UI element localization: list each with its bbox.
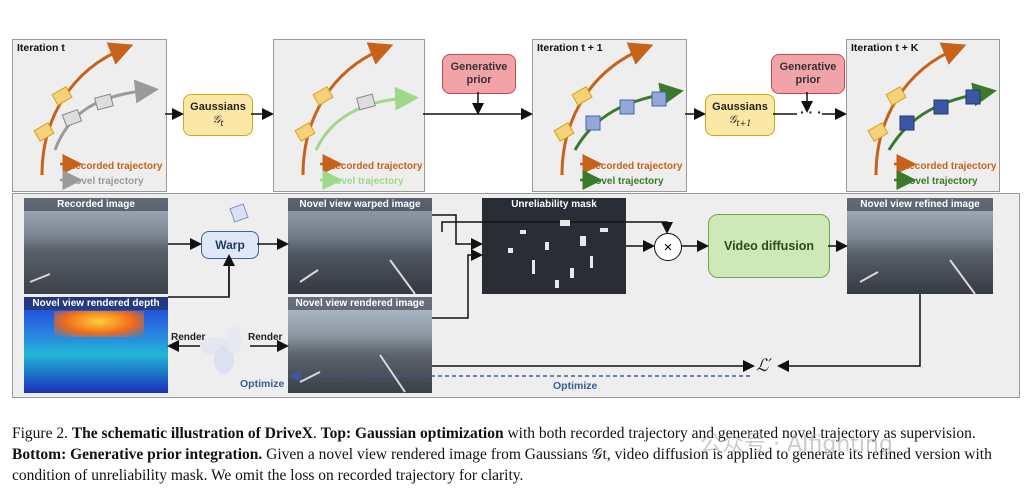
generative-prior-box-1: Generative prior	[442, 54, 516, 94]
gaussians-symbol: 𝒢t+1	[728, 113, 752, 129]
caption-bottom-label: Bottom: Generative prior integration.	[12, 446, 263, 463]
legend-novel-2: Novel trajectory	[328, 176, 404, 187]
trajectory-panel-3	[553, 42, 684, 190]
render-label-left: Render	[171, 332, 206, 343]
street-scene-marks	[29, 259, 976, 393]
gaussians-symbol: 𝒢t	[212, 113, 224, 129]
recorded-image-label: Recorded image	[24, 198, 168, 211]
caption-text-2: Given a novel view rendered image from G…	[12, 446, 992, 484]
camera-icon	[229, 203, 249, 223]
legend-recorded-3: Recorded trajectory	[588, 161, 683, 172]
refined-image-label: Novel view refined image	[847, 198, 993, 211]
trajectory-panel-4	[867, 42, 997, 190]
warped-image: Novel view warped image	[288, 198, 432, 294]
watermark: 公众号 · AIfighting	[700, 432, 893, 457]
gaussians-label: Gaussians	[190, 101, 246, 114]
refined-image: Novel view refined image	[847, 198, 993, 294]
video-diffusion-box: Video diffusion	[708, 214, 830, 278]
rendered-image-label: Novel view rendered image	[288, 297, 432, 310]
prior-label-2: prior	[466, 74, 492, 86]
gaussians-t-box: Gaussians 𝒢t	[183, 94, 253, 136]
caption-sep: .	[312, 425, 321, 442]
panel-title: Iteration t	[17, 42, 65, 54]
warped-image-label: Novel view warped image	[288, 198, 432, 211]
optimize-label-mid: Optimize	[553, 380, 598, 392]
legend-recorded-2: Recorded trajectory	[328, 161, 423, 172]
gaussian-blob-icon	[200, 326, 242, 374]
warp-label: Warp	[215, 238, 245, 252]
panel-title: Iteration t + 1	[537, 42, 603, 54]
gaussians-label: Gaussians	[712, 101, 768, 114]
multiply-symbol: ×	[663, 238, 673, 256]
loss-symbol: ℒ′	[756, 356, 773, 376]
panel-title: Iteration t + K	[851, 42, 919, 54]
legend-recorded-4: Recorded trajectory	[902, 161, 997, 172]
trajectory-panel-1	[33, 42, 159, 190]
trajectory-panel-2	[294, 42, 419, 190]
legend-novel-1: Novel trajectory	[68, 176, 144, 187]
video-diffusion-label: Video diffusion	[723, 239, 815, 253]
unreliability-mask-label: Unreliability mask	[482, 198, 626, 211]
caption-text-1: with both recorded trajectory and genera…	[503, 425, 976, 442]
prior-label-1: Generative	[450, 61, 508, 73]
novel-depth-label: Novel view rendered depth	[24, 297, 168, 310]
prior-label-2: prior	[795, 74, 821, 86]
unreliability-mask-image: Unreliability mask	[482, 198, 626, 294]
depth-warm-region	[54, 311, 144, 337]
prior-label-1: Generative	[779, 61, 837, 73]
caption-prefix: Figure 2.	[12, 425, 72, 442]
gaussians-t1-box: Gaussians 𝒢t+1	[705, 94, 775, 136]
legend-novel-4: Novel trajectory	[902, 176, 978, 187]
panel-iteration-t: Iteration t	[12, 39, 167, 192]
mask-speckles	[508, 220, 608, 288]
panel-iteration-t1: Iteration t + 1	[532, 39, 687, 192]
optimize-label-left: Optimize	[240, 378, 285, 390]
generative-prior-box-2: Generative prior	[771, 54, 845, 94]
legend-novel-3: Novel trajectory	[588, 176, 664, 187]
legend-recorded-1: Recorded trajectory	[68, 161, 163, 172]
figure-caption: Figure 2. The schematic illustration of …	[12, 423, 1012, 486]
render-label-right: Render	[248, 332, 283, 343]
recorded-image: Recorded image	[24, 198, 168, 294]
caption-top-label: Top: Gaussian optimization	[320, 425, 504, 442]
caption-title: The schematic illustration of DriveX	[71, 425, 313, 442]
novel-depth-image: Novel view rendered depth	[24, 297, 168, 393]
